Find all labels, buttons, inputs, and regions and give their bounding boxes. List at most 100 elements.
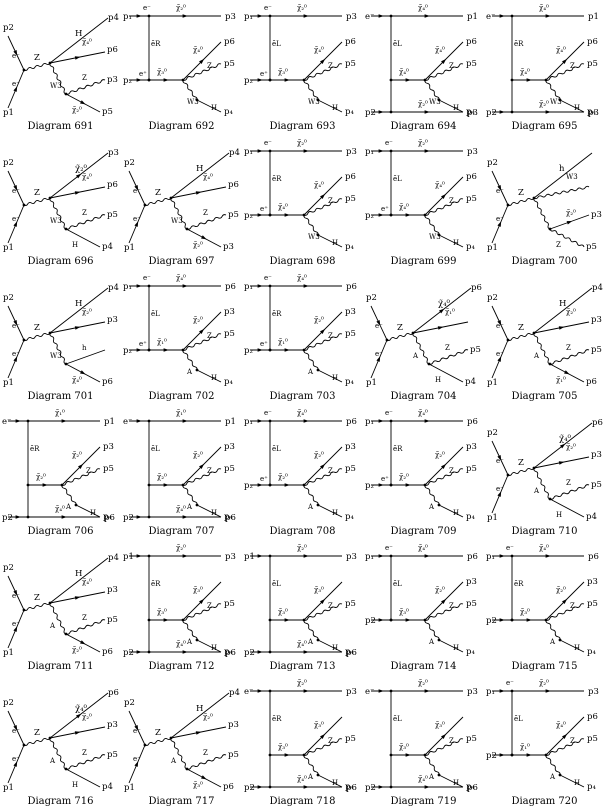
arrow-head (74, 731, 81, 735)
z-boson-line (424, 738, 464, 756)
propagator-label: ẽL (151, 445, 160, 453)
arrow-head (526, 78, 532, 82)
particle-label: Z (449, 602, 454, 610)
particle-label: e⁻ (506, 679, 514, 687)
particle-label: χ̃₄⁰ (435, 180, 445, 189)
particle-label: e⁻ (496, 457, 504, 465)
particle-label: χ̃₄⁰ (314, 180, 324, 189)
particle-label: H (75, 569, 82, 579)
external-momentum-label: p₄ (224, 107, 233, 117)
external-momentum-label: p6 (466, 172, 477, 182)
particle-label: χ̃₁⁰ (445, 307, 455, 316)
external-momentum-label: p₄ (345, 512, 354, 522)
arrow-head (78, 463, 84, 469)
arrow-head (378, 14, 384, 18)
outgoing-line (65, 754, 106, 770)
z-propagator (23, 197, 51, 206)
particle-label: χ̃₃⁰ (278, 67, 288, 76)
particle-label: A (428, 773, 435, 781)
z-propagator (144, 737, 172, 746)
propagator-label: ẽR (514, 580, 524, 588)
outgoing-line (549, 349, 590, 365)
arrow-head (320, 733, 326, 739)
particle-label: χ̃₁⁰ (176, 408, 186, 417)
external-momentum-label: p3 (345, 442, 356, 452)
particle-label: χ̃₂⁰ (566, 208, 576, 217)
external-momentum-label: p6 (346, 648, 357, 658)
particle-label: Z (82, 209, 87, 217)
internal-line (412, 332, 430, 365)
external-momentum-label: p₄ (103, 512, 112, 522)
z-boson-line (61, 468, 101, 486)
particle-label: Z (328, 602, 333, 610)
external-momentum-label: p1 (487, 243, 498, 253)
particle-label: H (556, 511, 562, 519)
arrow-head (497, 455, 502, 461)
arrow-head (439, 308, 445, 314)
particle-label: χ̃₂⁰ (418, 99, 428, 108)
particle-label: H (453, 644, 459, 652)
particle-label: e⁻ (375, 322, 383, 330)
arrow-head (378, 419, 384, 423)
particle-label: H (211, 509, 217, 517)
internal-line (49, 197, 67, 230)
propagator-label: W3 (50, 82, 62, 90)
arrow-head (424, 14, 430, 18)
propagator-label: Z (518, 458, 524, 468)
propagator-label: ẽL (272, 580, 281, 588)
z-boson-line (303, 198, 343, 216)
particle-label: χ̃₂⁰ (399, 472, 409, 481)
particle-label: χ̃₄⁰ (520, 67, 530, 76)
external-momentum-label: p₁ (365, 552, 374, 562)
arrow-head (134, 221, 139, 227)
internal-line (533, 197, 551, 230)
particle-label: e⁻ (506, 544, 514, 552)
arrow-head (441, 58, 447, 64)
arrow-head (441, 598, 447, 604)
particle-label: χ̃₂⁰ (566, 442, 576, 451)
external-momentum-label: p2 (365, 108, 376, 118)
internal-boson-line (61, 484, 77, 506)
higgs-line (317, 234, 343, 248)
arrow-head (163, 348, 169, 352)
vertex-dot (22, 338, 26, 342)
arrow-head (195, 191, 202, 195)
external-momentum-label: p5 (107, 615, 118, 625)
z-propagator (23, 62, 51, 71)
external-momentum-label: p₄ (345, 377, 354, 387)
particle-label: H (332, 239, 338, 247)
z-propagator (386, 332, 414, 341)
arrow-head (284, 78, 290, 82)
particle-label: e⁻ (12, 187, 20, 195)
external-momentum-label: p1 (467, 12, 478, 22)
arrow-head (257, 650, 263, 654)
arrow-head (136, 554, 142, 558)
external-momentum-label: p1 (487, 513, 498, 523)
particle-label: χ̃₃⁰ (520, 607, 530, 616)
arrow-head (378, 785, 384, 789)
arrow-head (42, 483, 48, 487)
outgoing-line (65, 228, 101, 248)
arrow-head (526, 618, 532, 622)
external-momentum-label: p6 (586, 377, 597, 387)
arrow-head (15, 419, 21, 423)
z-boson-line (303, 63, 343, 81)
internal-line (49, 737, 67, 770)
external-momentum-label: p₄ (224, 377, 233, 387)
external-momentum-label: p2 (124, 698, 135, 708)
particle-label: χ̃₃⁰ (157, 67, 167, 76)
particle-label: Z (207, 62, 212, 70)
diagram-caption: Diagram 704 (390, 391, 457, 402)
internal-line (49, 62, 67, 95)
external-momentum-label: p5 (345, 59, 356, 69)
external-momentum-label: p₄ (224, 647, 233, 657)
